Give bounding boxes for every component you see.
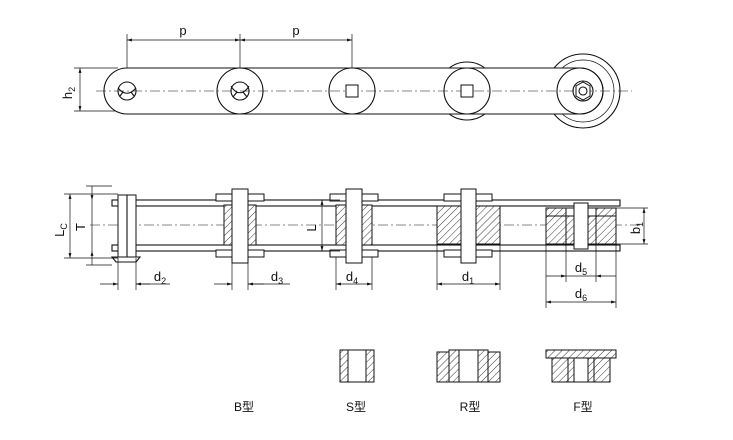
b1-label: b1 <box>628 222 645 234</box>
b-type-caption: B型 <box>234 400 254 414</box>
pin-head <box>460 84 474 98</box>
p-label-left: p <box>179 23 186 38</box>
side-view: LC T L b1 d2 d3 d4 <box>52 185 648 308</box>
l-label: L <box>304 224 319 231</box>
r-type-section <box>436 349 501 383</box>
s-type-joint-1 <box>215 188 265 264</box>
top-view: p p h2 <box>60 23 632 129</box>
pin-head <box>345 84 359 98</box>
r-type-caption: R型 <box>460 400 481 414</box>
s-type-caption: S型 <box>346 400 366 414</box>
d6-label: d6 <box>575 286 587 303</box>
s-type-joint-2 <box>329 188 379 264</box>
type-sections: B型 S型 R型 F型 <box>234 349 617 414</box>
cotter-pin-icon <box>230 81 250 101</box>
f-type-joint <box>545 202 617 250</box>
f-type-section <box>545 349 617 383</box>
d1-label: d1 <box>462 269 474 286</box>
r-type-joint <box>436 188 501 264</box>
nut-icon <box>575 81 591 101</box>
d5-label: d5 <box>575 260 587 277</box>
d2-label: d2 <box>154 269 166 286</box>
d4-label: d4 <box>346 269 358 286</box>
cotter-pin-icon <box>117 81 137 101</box>
p-label-right: p <box>292 23 299 38</box>
lc-label: LC <box>52 223 69 237</box>
h2-label: h2 <box>60 87 77 99</box>
f-type-caption: F型 <box>573 400 592 414</box>
t-label: T <box>73 223 88 231</box>
d3-label: d3 <box>271 269 283 286</box>
b-type-joint <box>110 194 142 263</box>
s-type-section <box>339 349 375 383</box>
